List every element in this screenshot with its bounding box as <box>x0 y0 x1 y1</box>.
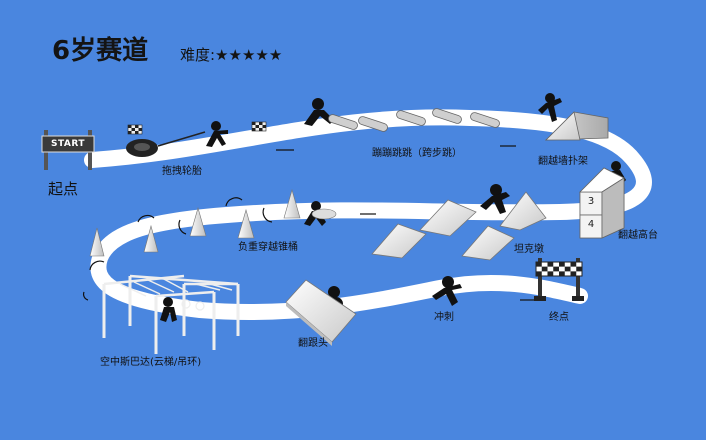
tank-runner-icon <box>480 184 510 214</box>
roll-ramp <box>285 279 357 346</box>
climbing-wall <box>545 111 609 141</box>
cones <box>89 188 301 257</box>
high-platform <box>579 167 625 239</box>
block-number-3: 3 <box>587 196 595 207</box>
label-high-platform: 翻越高台 <box>618 230 658 241</box>
runner-icon <box>206 121 228 147</box>
finish-gate <box>534 258 584 301</box>
label-monkey-bars: 空中斯巴达(云梯/吊环) <box>100 357 202 368</box>
label-tire-drag: 拖拽轮胎 <box>162 166 202 177</box>
jumper-icon <box>304 98 334 126</box>
label-tank: 坦克墩 <box>514 244 544 255</box>
label-roll: 翻跟头 <box>298 338 328 349</box>
label-leap-steps: 蹦蹦跳跳（跨步跳） <box>372 148 462 159</box>
direction-arrows <box>82 145 536 301</box>
monkey-bars <box>102 274 240 354</box>
start-label: 起点 <box>48 180 79 198</box>
page-title: 6岁赛道 <box>52 36 149 66</box>
flag-icon <box>251 121 267 132</box>
hanging-kid-icon <box>160 297 177 322</box>
cone-carrier-icon <box>304 201 337 226</box>
tank-wedges <box>371 191 547 261</box>
label-wall-climb: 翻越墙扑架 <box>538 156 588 167</box>
label-weight-cones: 负重穿越锥桶 <box>238 242 298 253</box>
label-finish: 终点 <box>549 312 569 323</box>
start-gate <box>41 130 95 170</box>
label-sprint: 冲刺 <box>434 312 454 323</box>
start-sign-text: START <box>50 139 86 149</box>
sprinter-icon <box>432 276 462 306</box>
step-pads <box>328 108 500 132</box>
block-number-4: 4 <box>587 219 595 230</box>
climber-icon <box>538 93 562 122</box>
tire-icon <box>126 131 206 157</box>
difficulty-rating: 难度:★★★★★ <box>180 46 283 64</box>
flag-icon <box>127 124 143 135</box>
track-path <box>84 109 652 320</box>
